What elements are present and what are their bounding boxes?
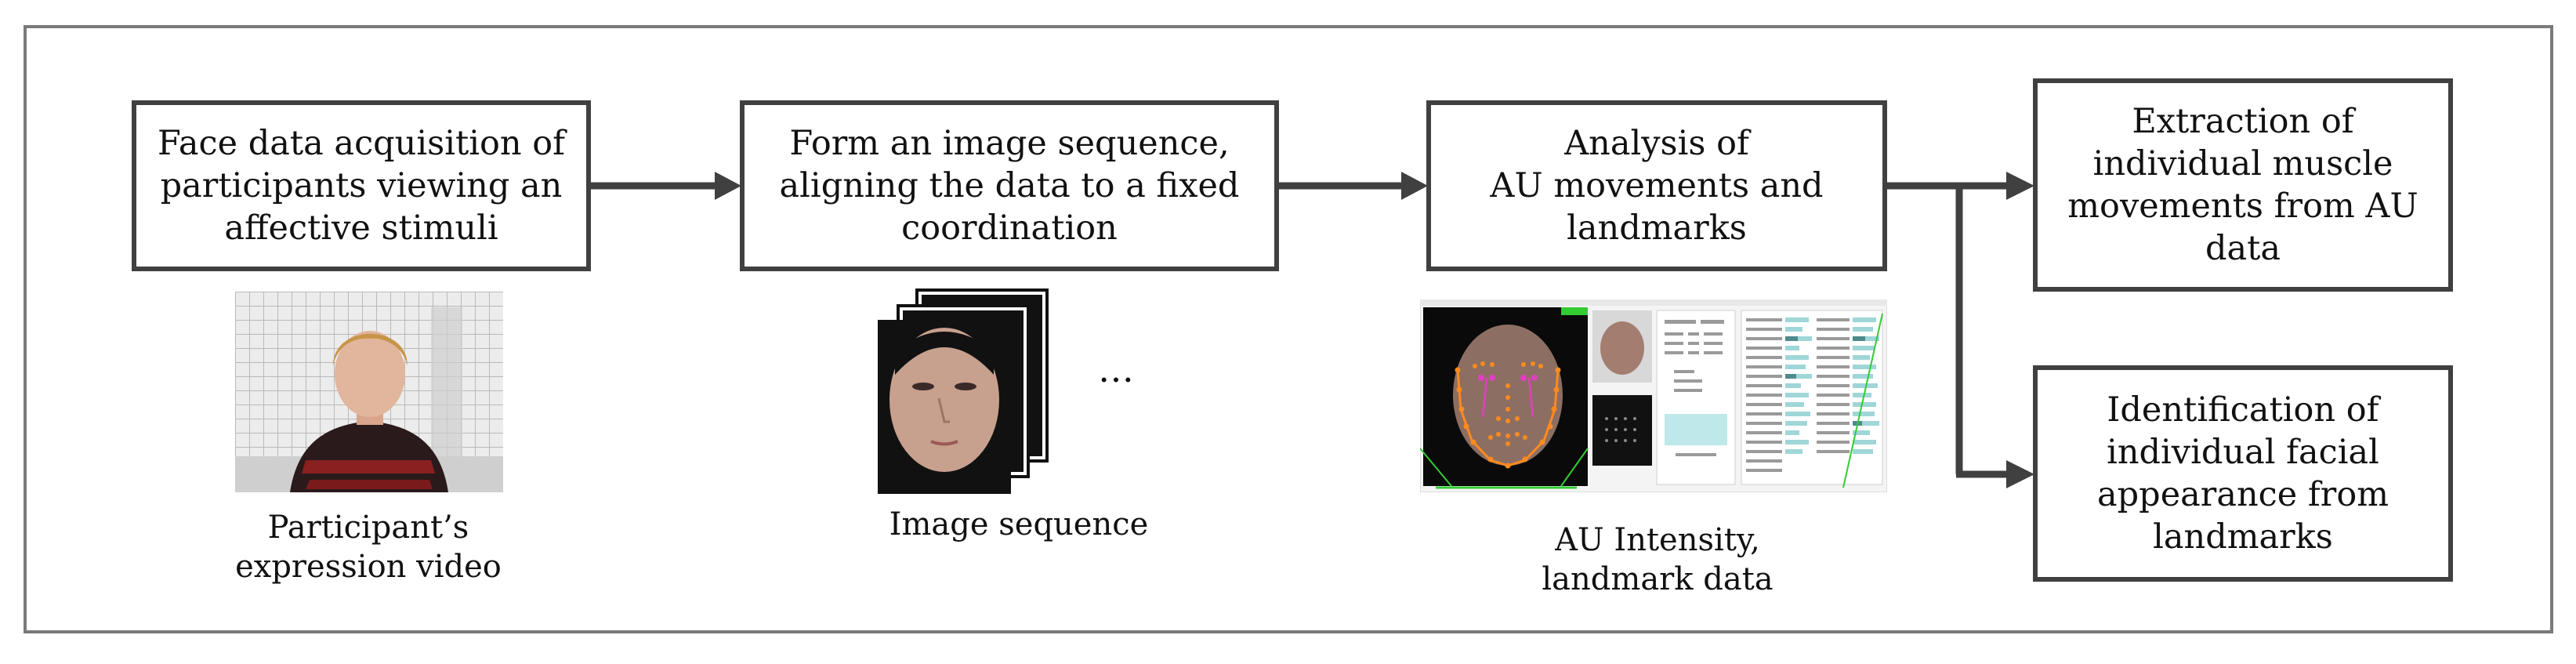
arrow-to-identification-head [2006,460,2034,488]
step-box-au-analysis: Analysis of AU movements and landmarks [1426,100,1887,271]
diagram-frame [24,25,2553,633]
step-box-image-sequence: Form an image sequence, aligning the dat… [740,100,1279,271]
step-box-muscle-extraction: Extraction of individual muscle movement… [2033,78,2453,292]
arrow-1-to-2-head [715,172,741,200]
au-analysis-screenshot [1420,292,1887,492]
arrow-2-to-3-head [1401,172,1428,200]
step-label-au-analysis: Analysis of AU movements and landmarks [1490,124,1824,248]
step-box-face-acquisition: Face data acquisition of participants vi… [132,100,591,271]
participant-photo [235,292,503,492]
caption-participant-video: Participant’s expression video [235,510,502,585]
au-intensity-bars [1746,317,1879,472]
image-sequence-stack [878,288,1049,494]
caption-image-sequence: Image sequence [889,506,1149,542]
step-label-image-sequence: Form an image sequence, aligning the dat… [779,124,1240,248]
step-box-facial-identification: Identification of individual facial appe… [2033,365,2453,582]
caption-au-intensity: AU Intensity, landmark data [1542,522,1773,597]
arrow-to-extraction-head [2006,172,2034,200]
step-label-face-acquisition: Face data acquisition of participants vi… [157,124,566,248]
step-label-facial-identification: Identification of individual facial appe… [2097,390,2389,557]
sequence-ellipsis: … [1098,348,1134,390]
step-label-muscle-extraction: Extraction of individual muscle movement… [2067,102,2418,268]
